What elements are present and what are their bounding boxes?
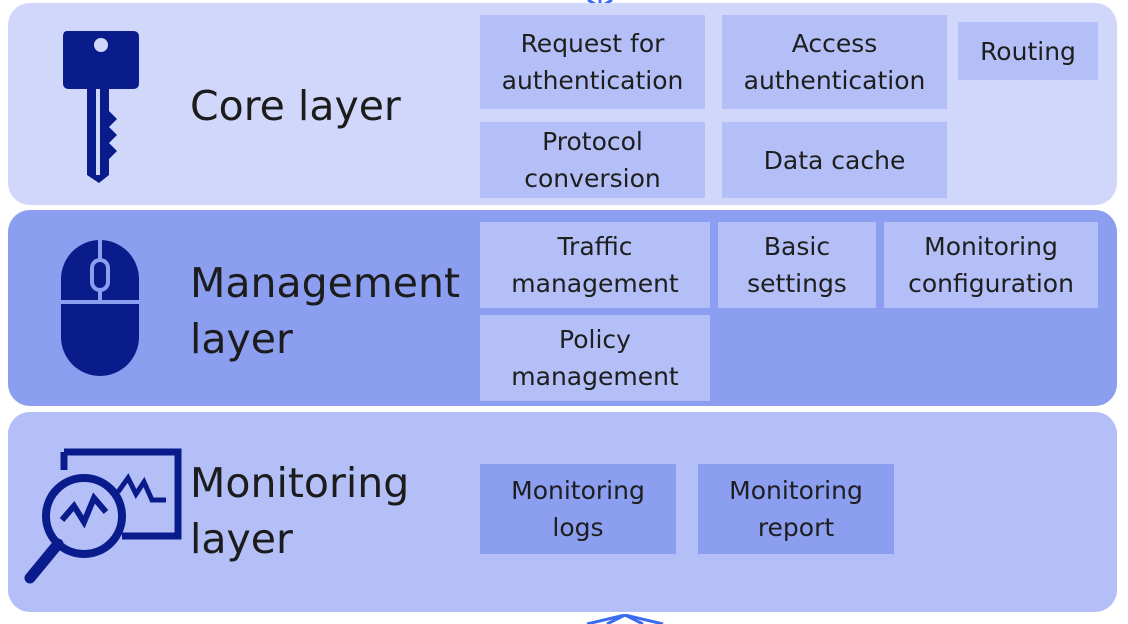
access-authentication-box: Access authentication (722, 15, 947, 109)
monitor-magnifier-icon (24, 448, 182, 584)
mouse-icon (61, 240, 139, 376)
monitoring-configuration-box: Monitoring configuration (884, 222, 1098, 308)
core-layer-title: Core layer (190, 82, 401, 130)
management-layer-band: Management layer Traffic management Basi… (8, 210, 1117, 406)
monitoring-layer-title: Monitoring layer (190, 459, 410, 563)
core-layer-band: Core layer Request for authentication Ac… (8, 3, 1117, 205)
data-cache-box: Data cache (722, 122, 947, 198)
monitoring-report-box: Monitoring report (698, 464, 894, 554)
policy-management-box: Policy management (480, 315, 710, 401)
request-authentication-box: Request for authentication (480, 15, 705, 109)
routing-box: Routing (958, 22, 1098, 80)
traffic-management-box: Traffic management (480, 222, 710, 308)
basic-settings-box: Basic settings (718, 222, 876, 308)
management-layer-title: Management layer (190, 259, 461, 363)
protocol-conversion-box: Protocol conversion (480, 122, 705, 198)
bottom-arrow-icon (586, 614, 664, 624)
monitoring-layer-band: Monitoring layer Monitoring logs Monitor… (8, 412, 1117, 612)
monitoring-logs-box: Monitoring logs (480, 464, 676, 554)
key-icon (63, 31, 139, 183)
